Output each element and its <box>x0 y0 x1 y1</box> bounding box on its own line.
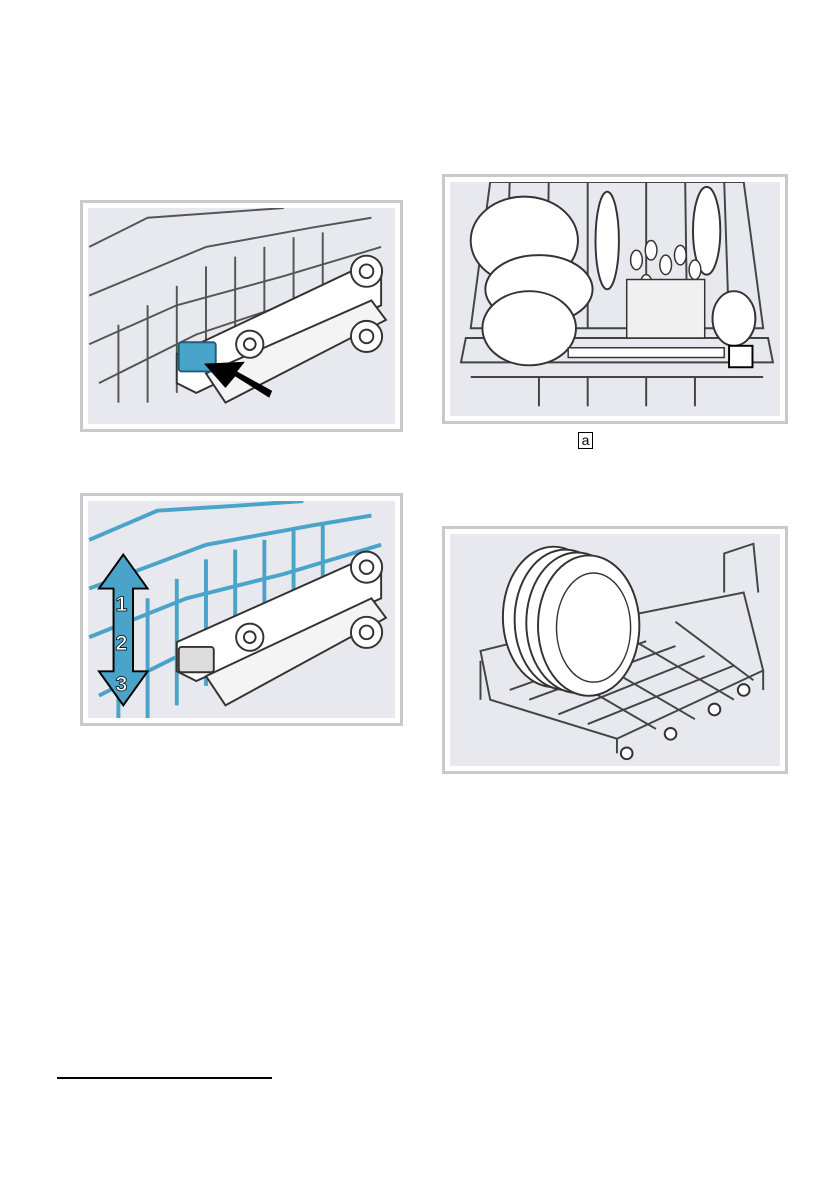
level-3-label: 3 <box>115 672 127 696</box>
callout-label-a: a <box>578 432 593 449</box>
level-2-label: 2 <box>115 631 127 655</box>
figure-loaded-basket-canvas <box>450 182 780 416</box>
footnote-rule <box>57 1077 272 1079</box>
figure-height-adjust-canvas: 1 2 3 <box>88 501 395 718</box>
callout-pointer-box <box>729 346 752 367</box>
figure-loaded-basket <box>442 174 788 424</box>
figure-release-lever <box>80 200 403 432</box>
figure-height-adjust: 1 2 3 <box>80 493 403 726</box>
figure-release-lever-canvas <box>88 208 395 424</box>
release-lever-illustration <box>88 208 395 424</box>
level-1-label: 1 <box>115 592 127 616</box>
lower-basket-illustration <box>450 534 780 766</box>
loaded-basket-illustration <box>450 182 780 416</box>
height-adjust-illustration: 1 2 3 <box>88 501 395 718</box>
figure-lower-basket <box>442 526 788 774</box>
figure-lower-basket-canvas <box>450 534 780 766</box>
